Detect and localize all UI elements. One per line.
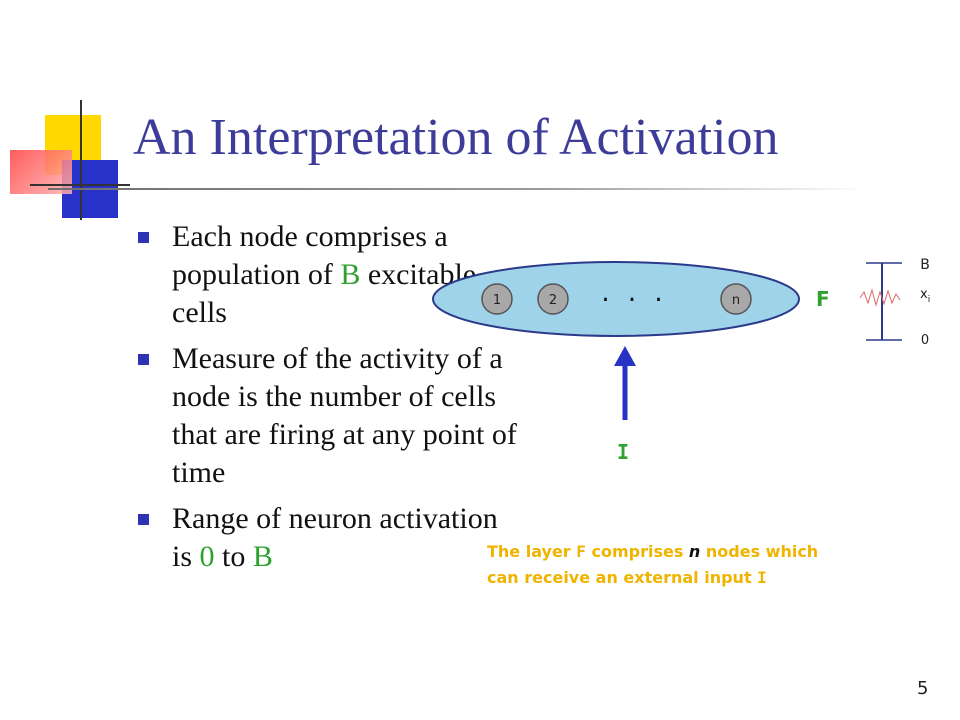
value-B: B bbox=[252, 540, 273, 573]
layer-label-F: F bbox=[816, 287, 830, 311]
node-circle bbox=[481, 283, 513, 315]
page-title: An Interpretation of Activation bbox=[133, 109, 779, 166]
node-label: n bbox=[732, 293, 740, 308]
bullet-item: Each node comprises a population of B ex… bbox=[134, 218, 524, 332]
node-circle bbox=[537, 283, 569, 315]
bullet-square-icon bbox=[138, 514, 149, 525]
gauge-middle-label: xi bbox=[920, 287, 930, 305]
page-number: 5 bbox=[917, 678, 929, 699]
input-label-I: I bbox=[617, 440, 629, 464]
caption-line-1: The layer F comprises n nodes which bbox=[487, 542, 819, 561]
wave-icon bbox=[859, 288, 901, 307]
gauge-top-label: B bbox=[920, 257, 930, 273]
layer-ellipse bbox=[432, 261, 800, 337]
caption-line-2: can receive an external input I bbox=[487, 568, 767, 587]
bullet-item: Range of neuron activation is 0 to B bbox=[134, 500, 524, 576]
node-circle bbox=[720, 283, 752, 315]
bullet-square-icon bbox=[138, 232, 149, 243]
diagram-caption: The layer F comprises n nodes which can … bbox=[487, 539, 818, 591]
value-B: B bbox=[340, 258, 361, 291]
node-label: 2 bbox=[549, 293, 557, 308]
bullet-square-icon bbox=[138, 354, 149, 365]
ellipsis: . . . bbox=[599, 282, 665, 307]
arrow-head-icon bbox=[614, 346, 636, 366]
title-underline bbox=[48, 188, 868, 190]
gauge-bottom-label: 0 bbox=[921, 333, 929, 348]
value-0: 0 bbox=[199, 540, 215, 573]
bullet-list: Each node comprises a population of B ex… bbox=[134, 218, 524, 584]
activation-gauge bbox=[859, 262, 902, 341]
node-label: 1 bbox=[493, 293, 501, 308]
bullet-item: Measure of the activity of a node is the… bbox=[134, 340, 524, 492]
